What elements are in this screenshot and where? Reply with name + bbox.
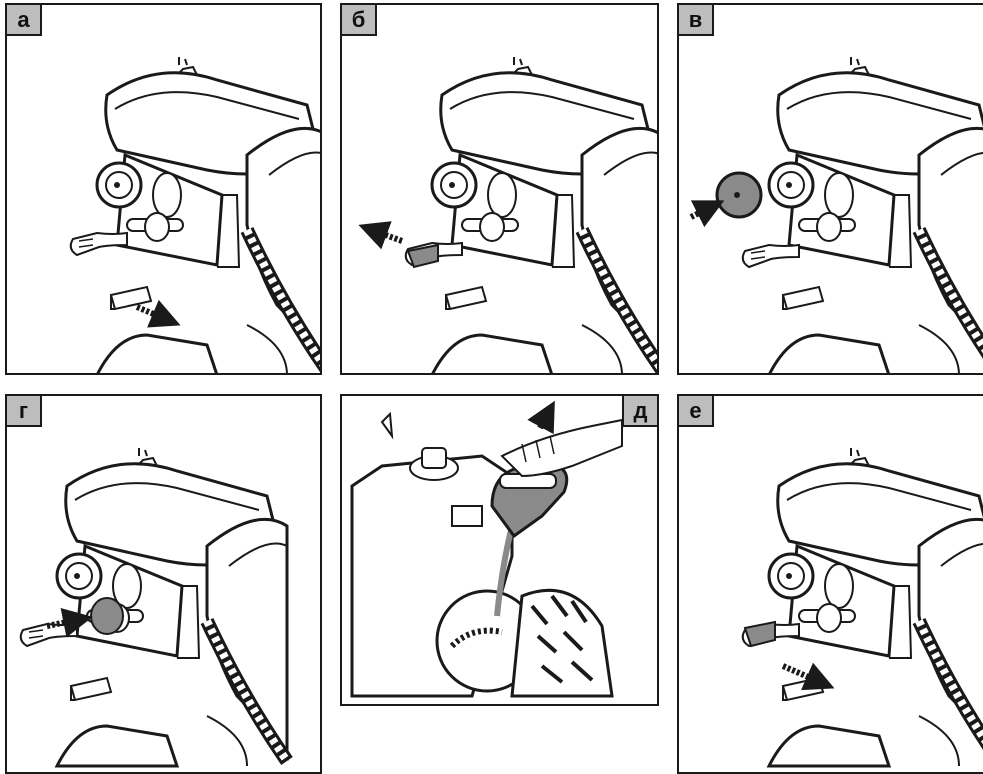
step-label: а	[5, 3, 42, 36]
engine-illustration	[342, 5, 659, 375]
step-panel-g: г	[5, 394, 322, 774]
step-panel-v: в	[677, 3, 983, 375]
pull-arrow-icon	[137, 307, 175, 323]
step-label: г	[5, 394, 42, 427]
pull-up-arrow-icon	[540, 406, 552, 428]
push-arrow-icon	[364, 227, 402, 241]
step-panel-e: е	[677, 394, 983, 774]
engine-illustration	[7, 396, 322, 774]
engine-illustration	[7, 5, 322, 375]
starter-pull-illustration	[342, 396, 659, 706]
press-arrow-icon	[691, 203, 719, 217]
step-panel-a: а	[5, 3, 322, 375]
engine-illustration	[679, 396, 983, 774]
step-label: е	[677, 394, 714, 427]
step-panel-d: д	[340, 394, 659, 706]
engine-illustration	[679, 5, 983, 375]
step-panel-b: б	[340, 3, 659, 375]
step-label: б	[340, 3, 377, 36]
step-label: д	[622, 394, 659, 427]
step-label: в	[677, 3, 714, 36]
